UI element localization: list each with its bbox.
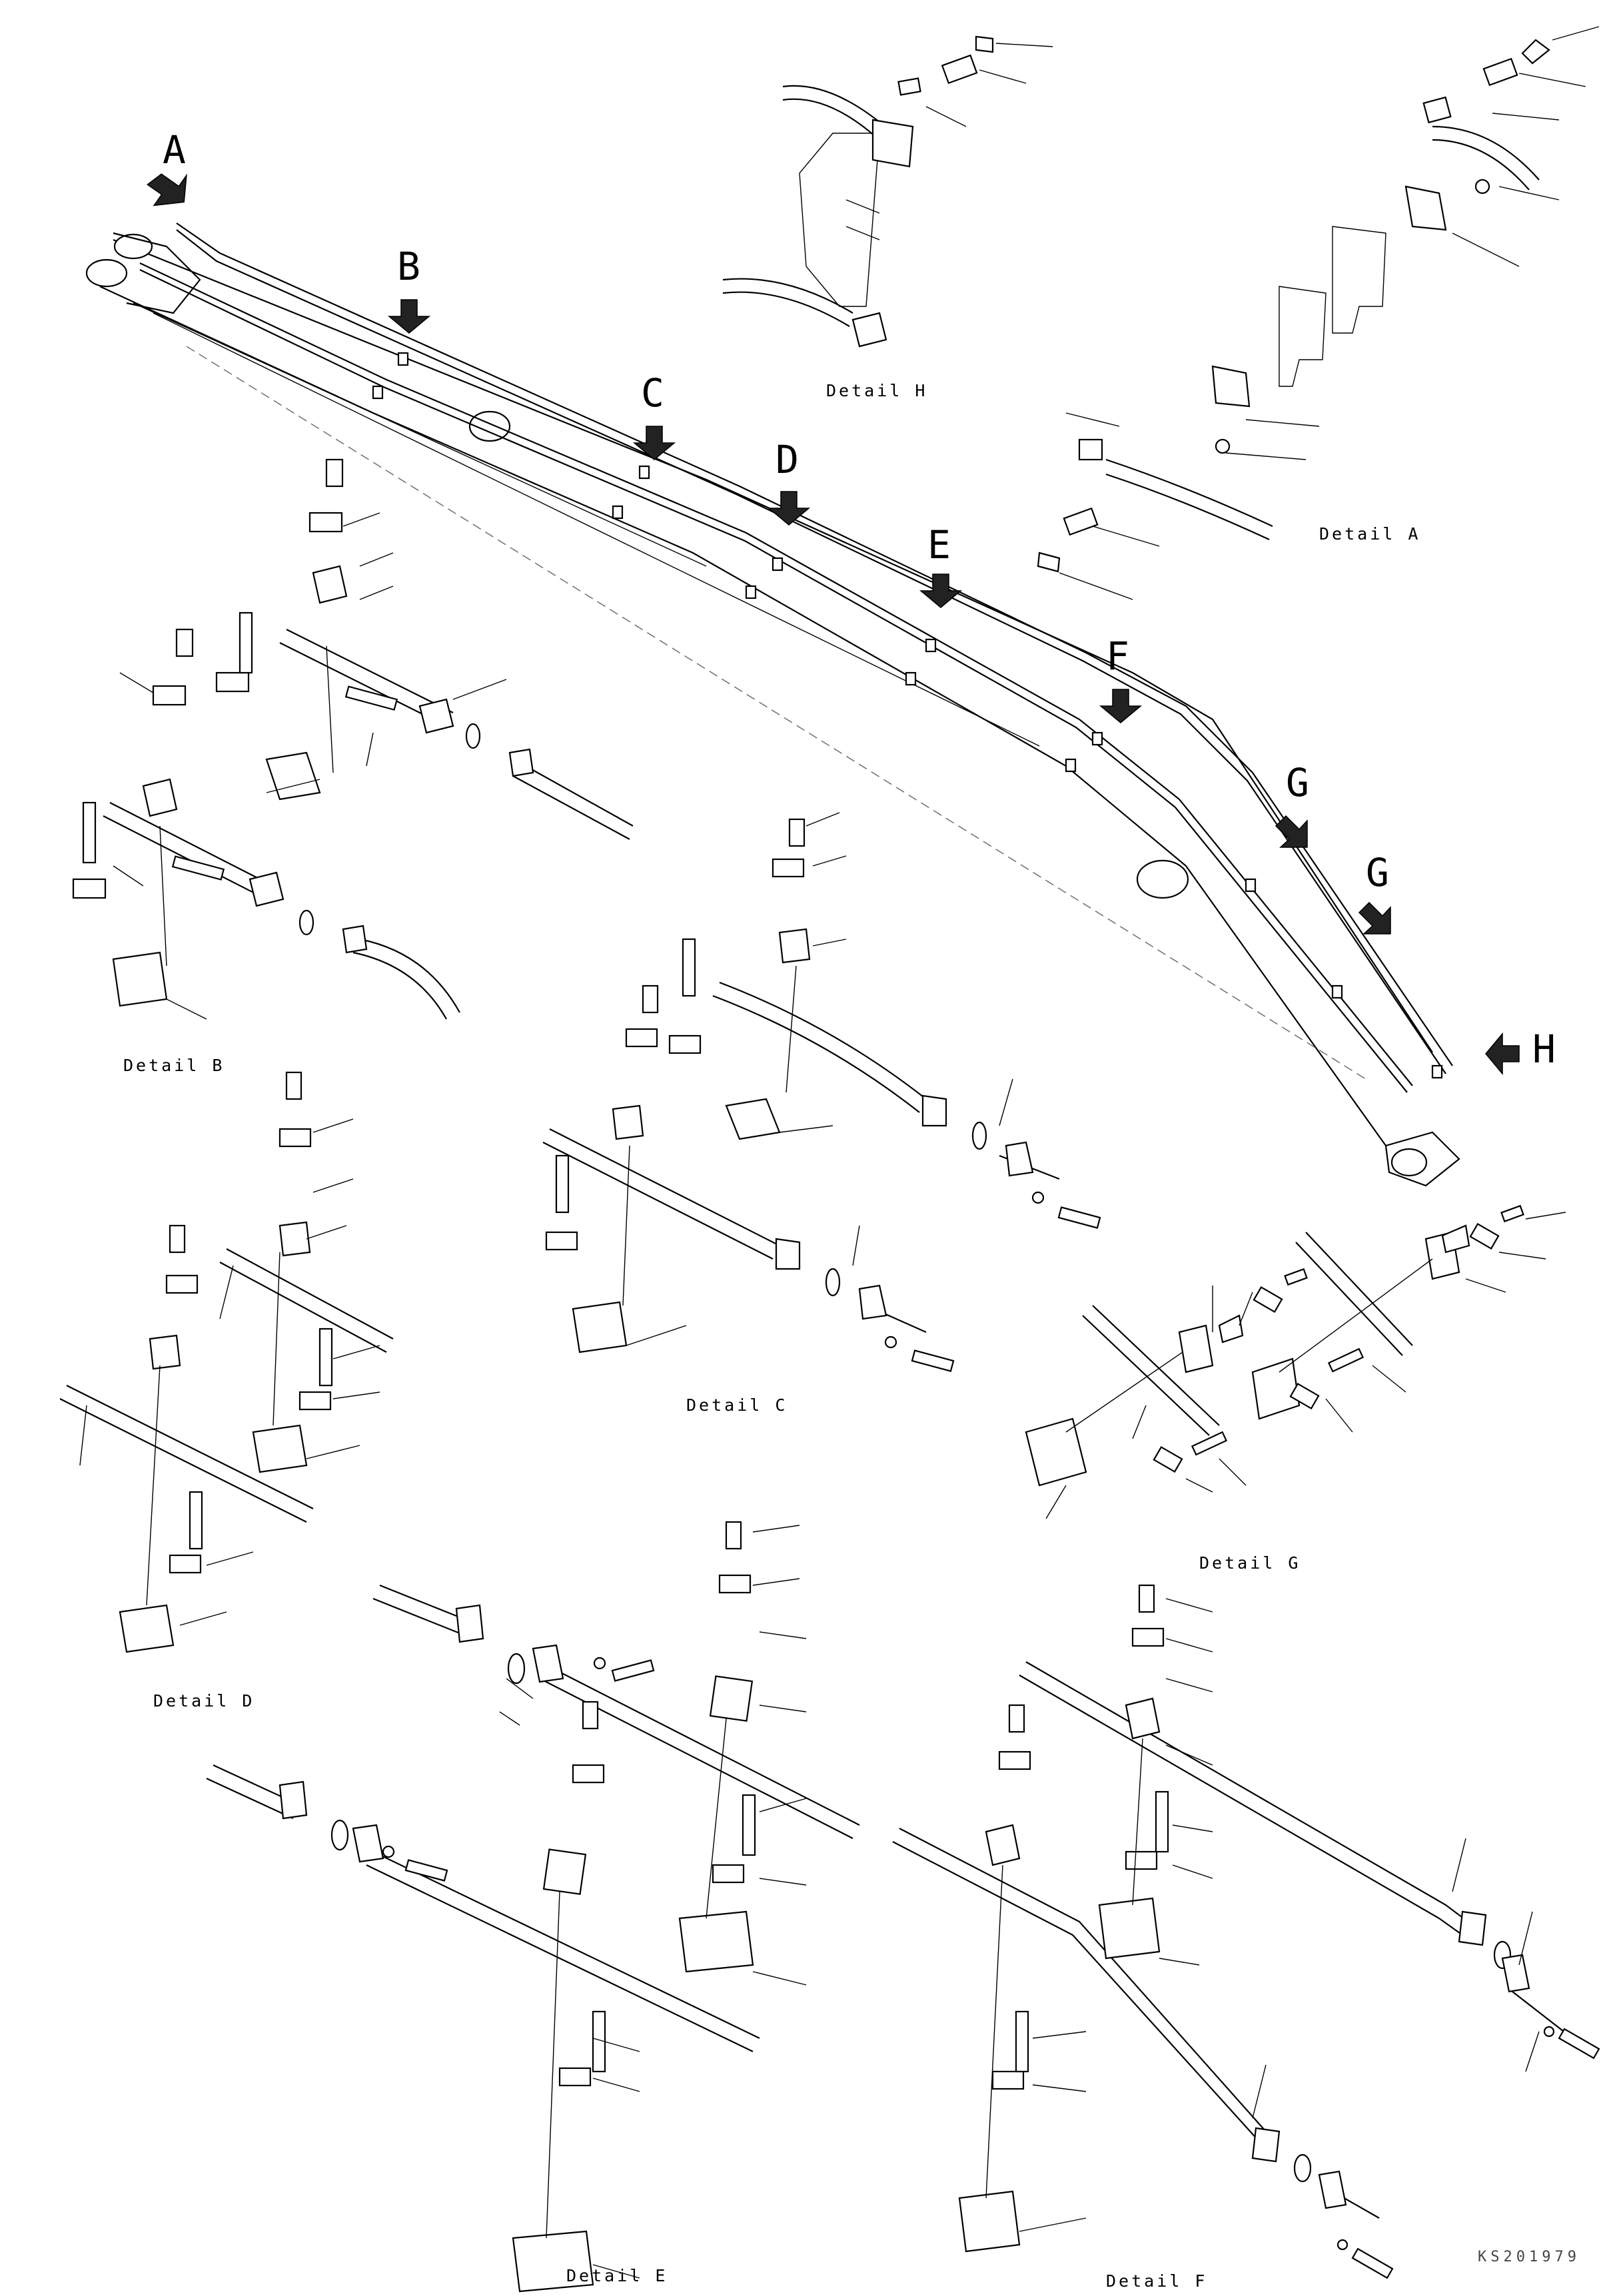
arrow-a-icon [147,173,187,206]
arrow-e-icon [919,574,963,608]
cylinder-boss [1136,859,1189,899]
detail-f-drawing: Detail F [892,1584,1600,2291]
boom-hidden-line [186,346,1366,1080]
callout-h: H [1532,1026,1556,1072]
drawing-code: KS201979 [1478,2249,1580,2265]
label-detail-e: Detail E [566,2266,668,2285]
tube-lower [139,262,1413,1086]
label-detail-g: Detail G [1199,1553,1301,1573]
detail-c-drawing: Detail C [542,812,1101,1415]
callout-f: F [1106,633,1129,679]
label-detail-c: Detail C [686,1395,788,1415]
arrow-g2-icon [1358,901,1391,935]
callout-b: B [397,244,420,289]
label-detail-a: Detail A [1319,524,1420,544]
arrow-c-icon [632,426,676,460]
callout-c: C [641,370,664,416]
callout-a: A [163,127,186,173]
detail-g-drawing: Detail G [1025,1204,1566,1573]
callout-g2: G [1366,850,1389,895]
detail-b-drawing: Detail B [72,458,634,1075]
boom-bottom-edge [99,286,1386,1146]
label-detail-h: Detail H [826,381,927,400]
arrow-d-icon [767,491,811,526]
arrow-b-icon [387,299,431,334]
callout-e: E [927,522,951,568]
detail-h-drawing: Detail H [722,35,1053,400]
arrow-h-icon [1485,1032,1520,1076]
callout-d: D [776,437,799,482]
label-detail-f: Detail F [1106,2271,1207,2291]
arrow-g1-icon [1275,815,1308,848]
detail-a-drawing: Detail A [1037,26,1600,600]
tube-clamps [372,352,1443,1079]
boom-head-pin [1390,1148,1428,1177]
callout-g1: G [1286,760,1309,805]
callout-arrows [147,173,1520,1076]
label-detail-d: Detail D [153,1691,255,1711]
label-detail-b: Detail B [123,1056,225,1075]
detail-e-drawing: Detail E [206,1521,860,2293]
arrow-f-icon [1099,689,1143,723]
callout-letters: A B C D E F G G H [163,127,1556,1072]
tube-upper [176,222,1453,1066]
detail-d-drawing: Detail D [59,1071,394,1711]
boom-assembly [85,222,1460,1187]
boom-foot-pin-lower [85,258,128,288]
